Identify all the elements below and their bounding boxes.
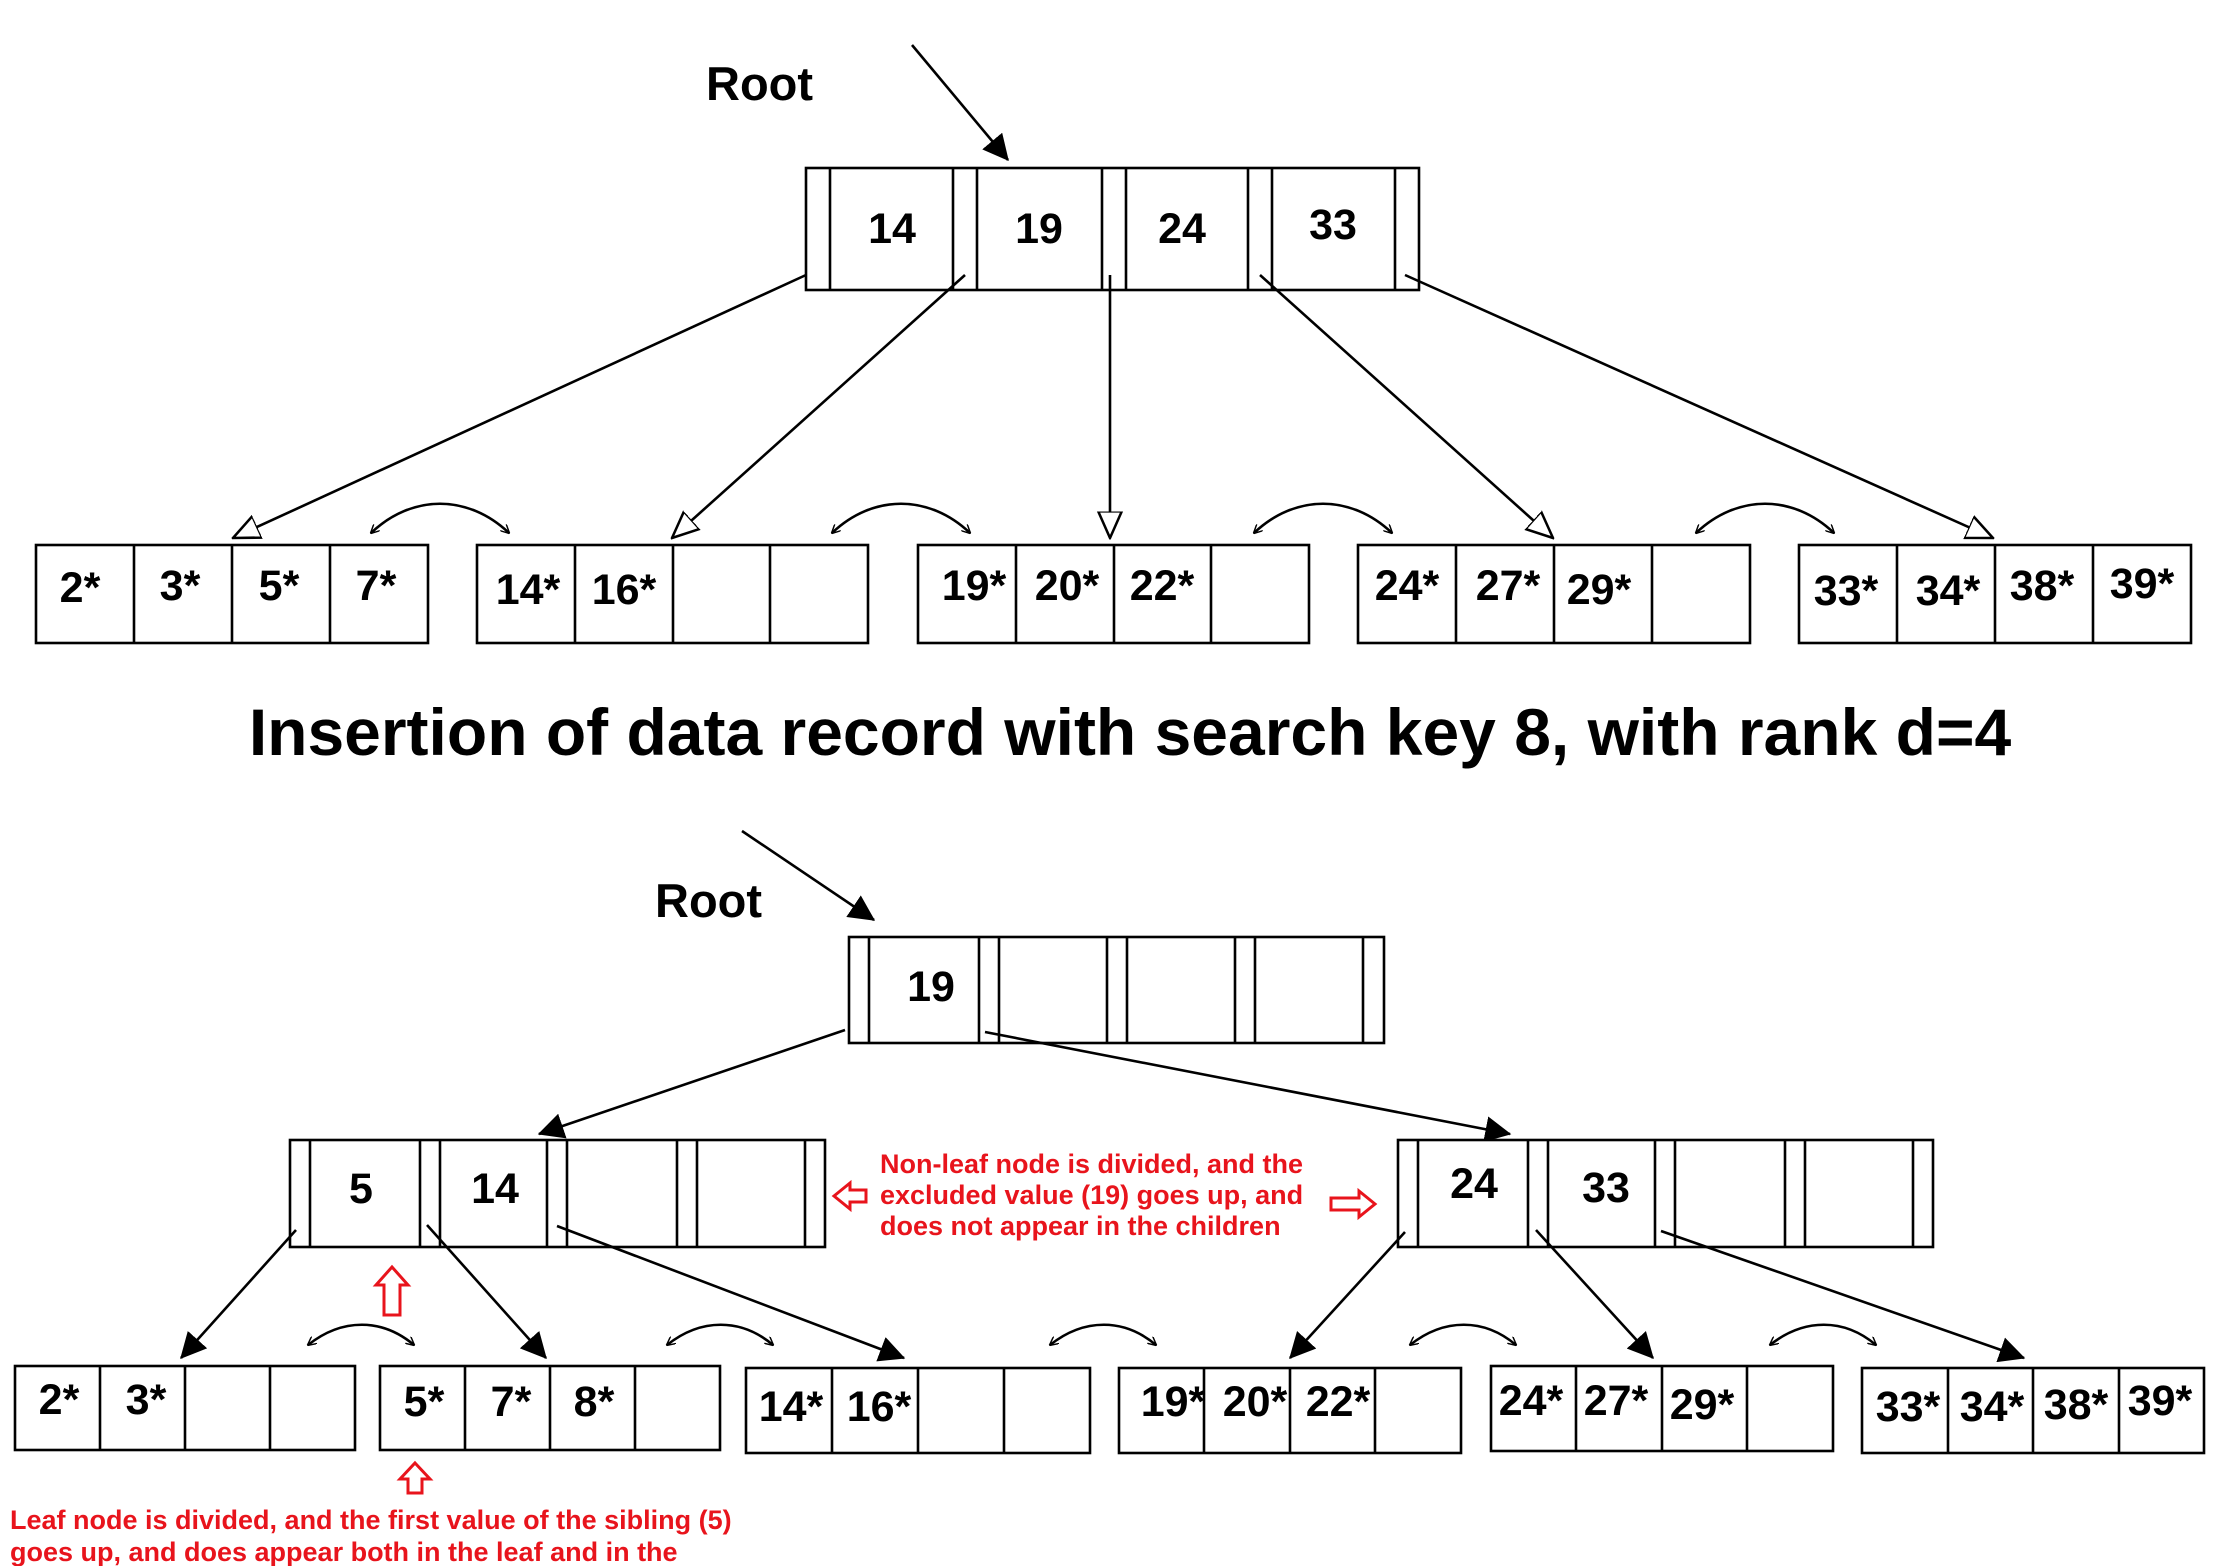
child-pointer — [1259, 274, 1553, 538]
leaf-entry: 33* — [1814, 567, 1879, 615]
leaf-entry: 5* — [404, 1378, 445, 1426]
root-label: Root — [655, 874, 762, 927]
leaf-entry: 38* — [2010, 562, 2075, 610]
leaf-entry: 14* — [759, 1383, 824, 1431]
leaf-node: 2* 3* — [13, 1364, 357, 1452]
child-pointer — [1289, 1231, 1406, 1359]
leaf-entry: 22* — [1306, 1378, 1371, 1426]
sibling-link — [667, 1323, 773, 1345]
leaf-entry: 27* — [1584, 1377, 1649, 1425]
child-pointer — [672, 274, 966, 538]
leaf-entry: 20* — [1223, 1378, 1288, 1426]
leaf-entry: 2* — [60, 564, 101, 612]
sibling-link — [1410, 1323, 1516, 1345]
leaf-entry: 16* — [847, 1383, 912, 1431]
leaf-entry: 38* — [2044, 1381, 2109, 1429]
leaf-entry: 33* — [1876, 1383, 1941, 1431]
leaf-entry: 39* — [2128, 1377, 2193, 1425]
leaf-entry: 3* — [126, 1376, 167, 1424]
note-line: does not appear in the children — [880, 1211, 1281, 1241]
leaf-node: 5* 7* 8* — [378, 1364, 722, 1452]
leaf-entry: 2* — [39, 1376, 80, 1424]
root-label: Root — [706, 57, 813, 110]
leaf-entry: 3* — [160, 562, 201, 610]
note-line: goes up, and does appear both in the lea… — [10, 1537, 678, 1566]
sibling-link — [1254, 502, 1392, 533]
leaf-entry: 16* — [592, 566, 657, 614]
note-line: excluded value (19) goes up, and — [880, 1180, 1303, 1210]
red-left-arrow-icon — [831, 1179, 868, 1213]
child-pointer — [180, 1229, 297, 1359]
leaf-entry: 7* — [356, 562, 397, 610]
root-key: 19 — [907, 963, 955, 1011]
child-pointer — [1535, 1229, 1654, 1359]
leaf-entry: 24* — [1375, 562, 1440, 610]
leaf-node: 19* 20* 22* — [916, 543, 1311, 645]
sibling-link — [308, 1323, 414, 1345]
note-line: Non-leaf node is divided, and the — [880, 1149, 1303, 1179]
leaf-entry: 22* — [1130, 562, 1195, 610]
root-node: 19 — [847, 935, 1386, 1045]
leaf-split-note: Leaf node is divided, and the first valu… — [10, 1505, 739, 1566]
leaf-entry: 34* — [1916, 567, 1981, 615]
root-key: 19 — [1015, 205, 1063, 253]
child-pointer — [1660, 1229, 2026, 1363]
root-key: 14 — [868, 205, 916, 253]
child-pointer — [984, 1030, 1512, 1143]
bottom-tree: Root 19 — [13, 829, 2206, 1455]
inner-key: 14 — [471, 1165, 519, 1213]
red-up-arrow-icon — [372, 1264, 412, 1317]
leaf-entry: 29* — [1567, 566, 1632, 614]
leaf-node: 24* 27* 29* — [1356, 543, 1752, 645]
leaf-entry: 5* — [259, 562, 300, 610]
leaf-entry: 19* — [1141, 1378, 1206, 1426]
leaf-entry: 34* — [1960, 1383, 2025, 1431]
red-up-arrow-icon — [396, 1460, 434, 1495]
non-leaf-split-note: Non-leaf node is divided, and the exclud… — [880, 1149, 1311, 1241]
child-pointer — [233, 273, 807, 538]
leaf-entry: 24* — [1499, 1377, 1564, 1425]
leaf-node: 33* 34* 38* 39* — [1860, 1366, 2206, 1455]
child-pointer — [556, 1224, 906, 1362]
leaf-node: 33* 34* 38* 39* — [1797, 543, 2193, 645]
child-pointer — [1404, 273, 1993, 538]
leaf-entry: 29* — [1670, 1381, 1735, 1429]
sibling-link — [1050, 1323, 1156, 1345]
leaf-node: 24* 27* 29* — [1489, 1364, 1835, 1453]
red-right-arrow-icon — [1329, 1187, 1378, 1221]
root-key: 33 — [1309, 201, 1357, 249]
inner-node-left: 5 14 — [288, 1138, 827, 1249]
leaf-node: 14* 16* — [475, 543, 870, 645]
sibling-link — [371, 502, 509, 533]
inner-node-right: 24 33 — [1396, 1138, 1935, 1249]
top-tree: Root 14 19 24 33 2* — [34, 44, 2193, 645]
annotations: Non-leaf node is divided, and the exclud… — [10, 1149, 1378, 1566]
inner-key: 5 — [349, 1165, 373, 1213]
leaf-entry: 14* — [496, 566, 561, 614]
root-pointer-arrow — [911, 44, 1009, 161]
child-pointer — [426, 1224, 547, 1359]
root-key: 24 — [1158, 205, 1206, 253]
child-pointer — [537, 1028, 846, 1139]
leaf-entry: 7* — [491, 1378, 532, 1426]
leaf-node: 19* 20* 22* — [1117, 1366, 1463, 1455]
leaf-entry: 8* — [574, 1378, 615, 1426]
sibling-link — [1770, 1323, 1876, 1345]
root-pointer-arrow — [741, 829, 876, 922]
sibling-link — [832, 502, 970, 533]
inner-key: 24 — [1450, 1160, 1498, 1208]
leaf-entry: 20* — [1035, 562, 1100, 610]
leaf-node: 2* 3* 5* 7* — [34, 543, 430, 645]
insertion-heading: Insertion of data record with search key… — [249, 695, 2012, 769]
inner-key: 33 — [1582, 1164, 1630, 1212]
leaf-node: 14* 16* — [744, 1366, 1092, 1455]
leaf-entry: 27* — [1476, 562, 1541, 610]
leaf-entry: 39* — [2110, 560, 2175, 608]
root-node: 14 19 24 33 — [804, 166, 1421, 292]
note-line: Leaf node is divided, and the first valu… — [10, 1505, 732, 1535]
leaf-entry: 19* — [942, 562, 1007, 610]
sibling-link — [1696, 502, 1834, 533]
